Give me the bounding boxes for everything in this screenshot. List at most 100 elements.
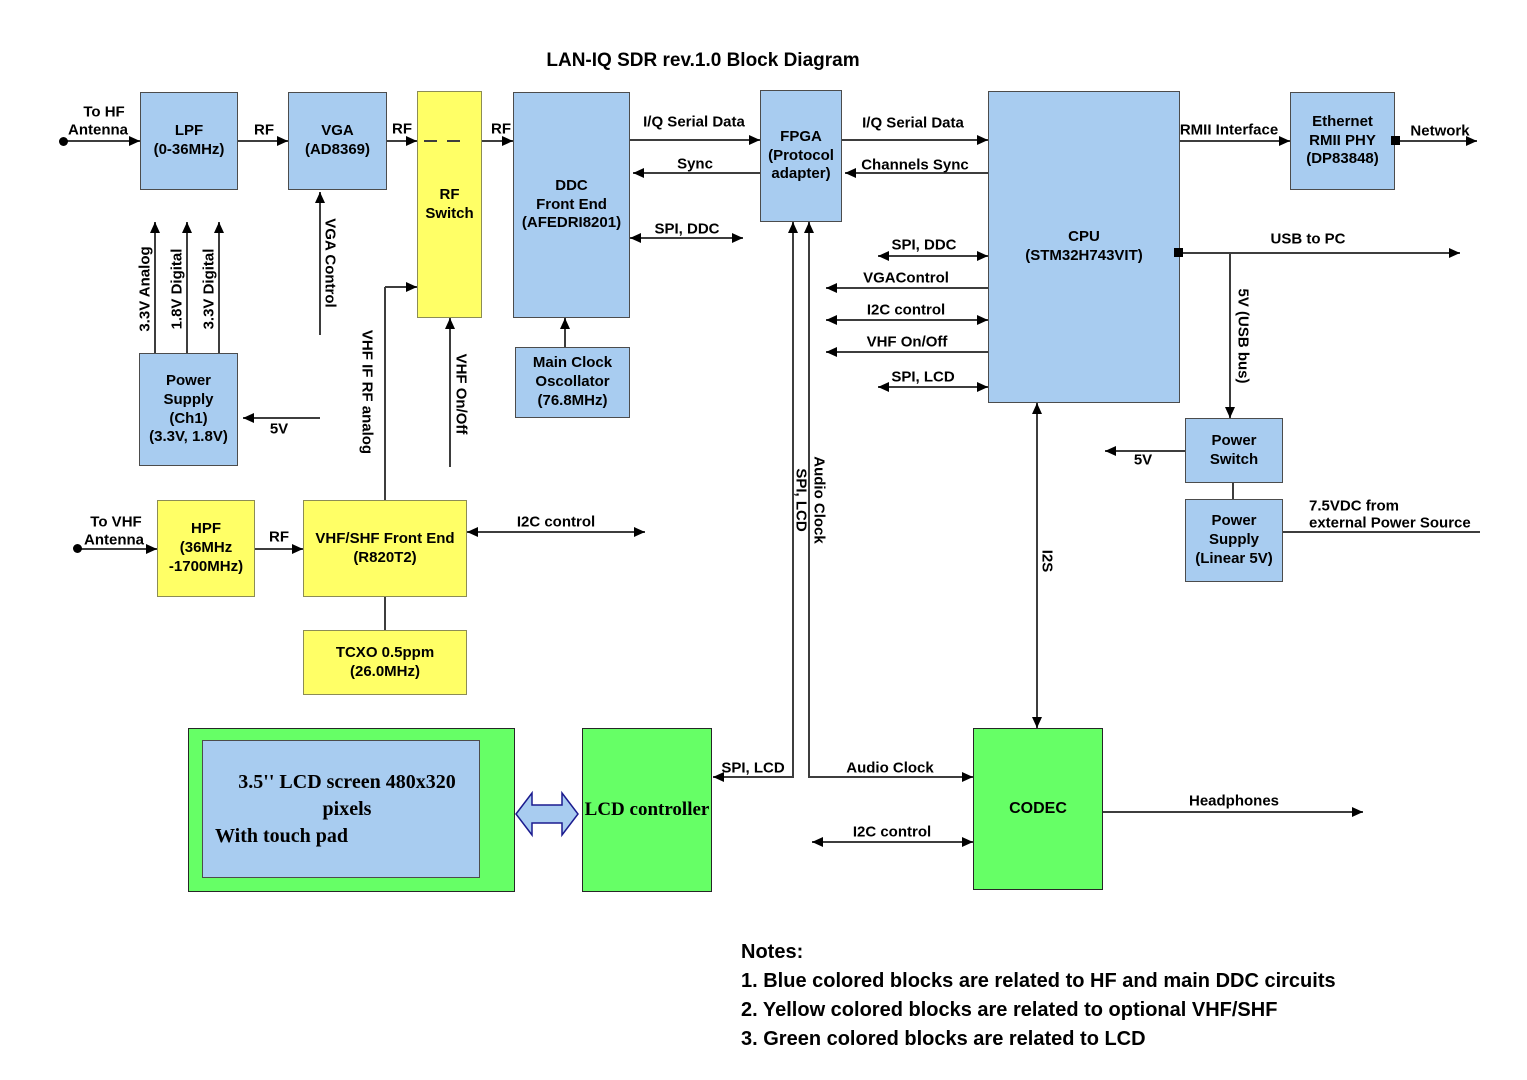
wire-spi-ddc-stub xyxy=(630,237,743,239)
arrowhead-right-icon xyxy=(406,282,417,292)
arrowhead-right-icon xyxy=(634,527,645,537)
label-spi-lcd-cpu: SPI, LCD xyxy=(891,368,955,386)
block-lpf: LPF(0-36MHz) xyxy=(140,92,238,190)
wire-audio-clock-codec xyxy=(809,776,973,778)
text-line: adapter) xyxy=(771,165,831,183)
wire-vga-control-cpu xyxy=(826,287,988,289)
wire-rmii-interface xyxy=(1180,140,1290,142)
wire-vhf-antenna-in xyxy=(81,548,157,550)
label-to-hf: To HF xyxy=(83,103,125,121)
label-1v8-digital: 1.8V Digital xyxy=(168,248,186,330)
wire-iq-serial-fpga-cpu xyxy=(842,139,988,141)
wire-rf-hpf-vhf xyxy=(255,548,303,550)
label-rf-switch-ddc: RF xyxy=(491,120,511,138)
lcd-bus-double-arrow-icon xyxy=(515,790,579,838)
text-line: Power xyxy=(1211,431,1257,449)
arrowhead-left-icon xyxy=(812,837,823,847)
label-spi-lcd-vertical: SPI, LCD xyxy=(792,468,810,532)
text-line: VHF/SHF Front End xyxy=(315,529,455,547)
label-spi-lcd-controller: SPI, LCD xyxy=(721,759,785,777)
arrowhead-left-icon xyxy=(467,527,478,537)
label-vhf-onoff: VHF On/Off xyxy=(452,353,470,435)
arrowhead-left-icon xyxy=(243,413,254,423)
label-i2c-control-codec: I2C control xyxy=(852,823,932,841)
text-line: Switch xyxy=(425,204,474,222)
text-line: Main Clock xyxy=(532,354,613,372)
label-i2s: I2S xyxy=(1038,549,1056,573)
wire-i2c-control-codec xyxy=(812,841,973,843)
wire-vhf-onoff-cpu xyxy=(826,351,988,353)
note-item: 1. Blue colored blocks are related to HF… xyxy=(741,970,1336,992)
label-3v3-digital: 3.3V Digital xyxy=(200,248,218,330)
arrowhead-left-icon xyxy=(845,168,856,178)
wire-switch-to-linear xyxy=(1232,483,1234,499)
wire-network xyxy=(1399,140,1477,142)
wire-rf-vga-switch xyxy=(387,140,417,142)
arrowhead-right-icon xyxy=(406,136,417,146)
text-line: CPU xyxy=(1068,228,1100,246)
label-audio-clock-vertical: Audio Clock xyxy=(810,456,828,544)
arrowhead-right-icon xyxy=(977,315,988,325)
text-line: (Protocol xyxy=(768,146,834,164)
arrowhead-up-icon xyxy=(788,222,798,233)
arrowhead-right-icon xyxy=(977,135,988,145)
wire-mainclock-ddc xyxy=(564,318,566,347)
text-line: VGA xyxy=(321,122,354,140)
text-line: (36MHz xyxy=(179,539,233,557)
wire-usb-5v xyxy=(1229,253,1231,418)
arrowhead-up-icon xyxy=(315,192,325,203)
label-to-hf-antenna: Antenna xyxy=(68,121,128,139)
arrowhead-left-icon xyxy=(826,283,837,293)
text-line: (0-36MHz) xyxy=(153,141,225,158)
label-usb-to-pc: USB to PC xyxy=(1270,230,1346,248)
note-item: 2. Yellow colored blocks are related to … xyxy=(741,999,1278,1021)
block-codec: CODEC xyxy=(973,728,1103,890)
text-line: Oscollator xyxy=(535,373,610,391)
text-line: (AFEDRI8201) xyxy=(521,214,622,232)
wire-ps-ch1-5v xyxy=(243,417,320,419)
arrowhead-up-icon xyxy=(445,318,455,329)
arrowhead-left-icon xyxy=(630,233,641,243)
text-line: Ethernet xyxy=(1312,112,1373,130)
wire-vga-control xyxy=(319,192,321,335)
arrowhead-right-icon xyxy=(1466,136,1477,146)
text-line: (DP83848) xyxy=(1306,150,1379,168)
wire-external-power xyxy=(1283,531,1480,533)
text-line: (26.0MHz) xyxy=(349,662,420,680)
wire-3v3-digital xyxy=(218,222,220,353)
wire-spi-lcd-cpu xyxy=(878,386,988,388)
text-line: Front End xyxy=(536,195,607,213)
wire-rf-switch-dash xyxy=(424,140,437,142)
text-line: RF xyxy=(439,185,460,203)
label-iq-serial-ddc-fpga: I/Q Serial Data xyxy=(643,113,745,131)
note-item: 3. Green colored blocks are related to L… xyxy=(741,1028,1146,1050)
arrowhead-right-icon xyxy=(732,233,743,243)
wire-usb-to-pc xyxy=(1183,252,1460,254)
label-audio-clock-codec: Audio Clock xyxy=(846,759,934,777)
label-rf-vga-switch: RF xyxy=(392,120,412,138)
arrowhead-down-icon xyxy=(1225,407,1235,418)
text-line: (STM32H743VIT) xyxy=(1025,247,1143,264)
arrowhead-right-icon xyxy=(129,136,140,146)
label-3v3-analog: 3.3V Analog xyxy=(136,246,154,332)
wire-spi-lcd-vertical xyxy=(792,222,794,778)
label-vhf-onoff-cpu: VHF On/Off xyxy=(866,333,948,351)
label-sync: Sync xyxy=(677,155,713,173)
notes: Notes: 1. Blue colored blocks are relate… xyxy=(741,938,1336,1054)
label-power-switch-5v: 5V xyxy=(1133,451,1153,469)
wire-spi-ddc-cpu xyxy=(878,255,988,257)
network-connector-pad-icon xyxy=(1391,136,1400,145)
label-spi-ddc-cpu: SPI, DDC xyxy=(891,236,957,254)
wire-rf-lpf-vga xyxy=(238,140,288,142)
label-rf-lpf-vga: RF xyxy=(254,121,274,139)
wire-channels-sync xyxy=(845,172,988,174)
arrowhead-left-icon xyxy=(826,347,837,357)
wire-tcxo-vhf xyxy=(384,597,386,630)
wire-vhf-if-rf-analog xyxy=(384,287,386,500)
arrowhead-left-icon xyxy=(826,315,837,325)
arrowhead-right-icon xyxy=(962,837,973,847)
